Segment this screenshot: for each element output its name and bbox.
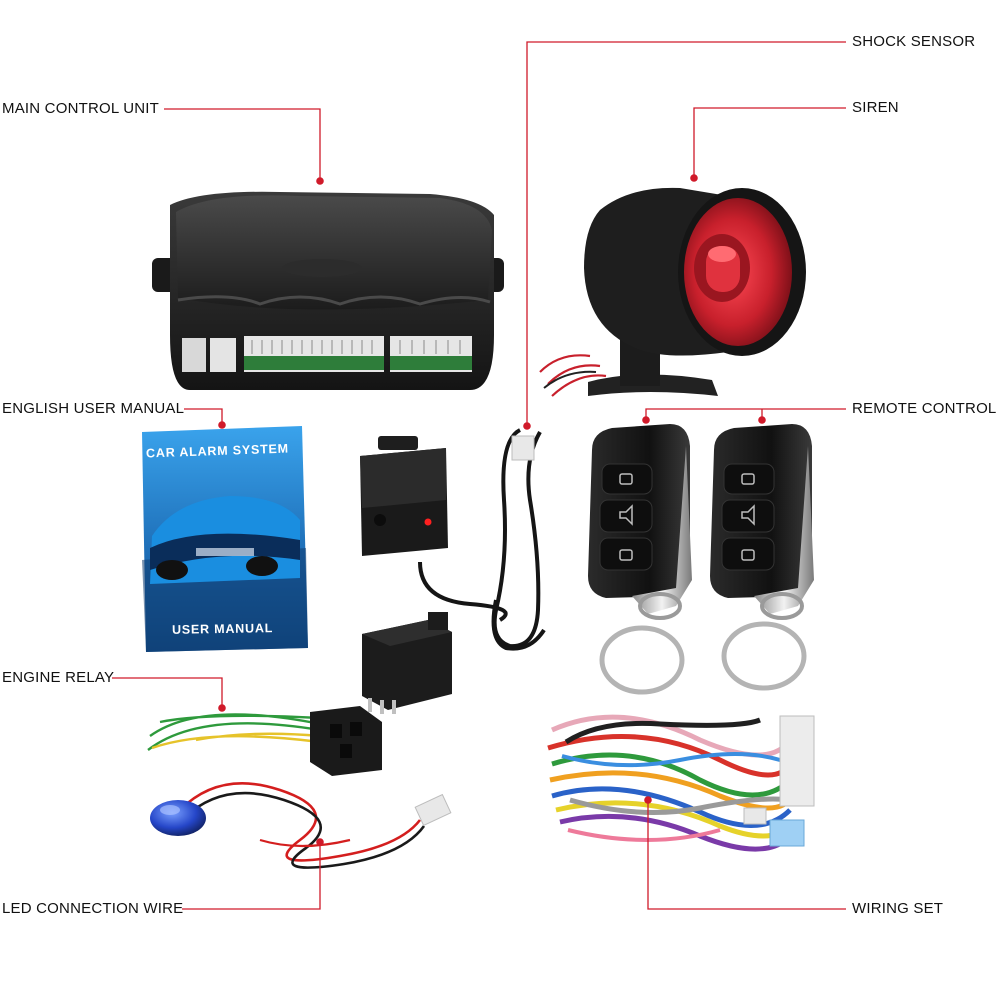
engine-relay-illustration [147,612,452,776]
leader-main-control-unit [164,108,321,180]
label-remote-control: REMOTE CONTROL [852,400,997,417]
shock-sensor-illustration [360,428,546,651]
remote-control-illustration [588,424,814,695]
label-shock-sensor: SHOCK SENSOR [852,33,976,50]
user-manual-illustration [142,426,308,652]
led-connection-wire-illustration [150,782,452,869]
label-english-user-manual: ENGLISH USER MANUAL [2,400,185,417]
label-wiring-set: WIRING SET [852,900,944,917]
manual-cover-footer: USER MANUAL [171,621,274,637]
label-siren: SIREN [852,99,899,116]
wiring-set-illustration [547,714,815,852]
leader-siren [693,107,846,178]
label-led-connection-wire: LED CONNECTION WIRE [2,900,184,917]
siren-illustration [539,187,806,397]
label-engine-relay: ENGINE RELAY [2,669,115,686]
leader-led-connection-wire [182,842,321,910]
leader-english-user-manual [184,408,223,425]
label-main-control-unit: MAIN CONTROL UNIT [2,100,160,117]
main-control-unit-illustration [152,191,504,390]
leader-wiring-set [647,800,846,910]
leader-shock-sensor [526,41,846,426]
leader-engine-relay [112,677,223,708]
leader-remote-control [645,408,846,420]
leader-lines [112,41,846,910]
